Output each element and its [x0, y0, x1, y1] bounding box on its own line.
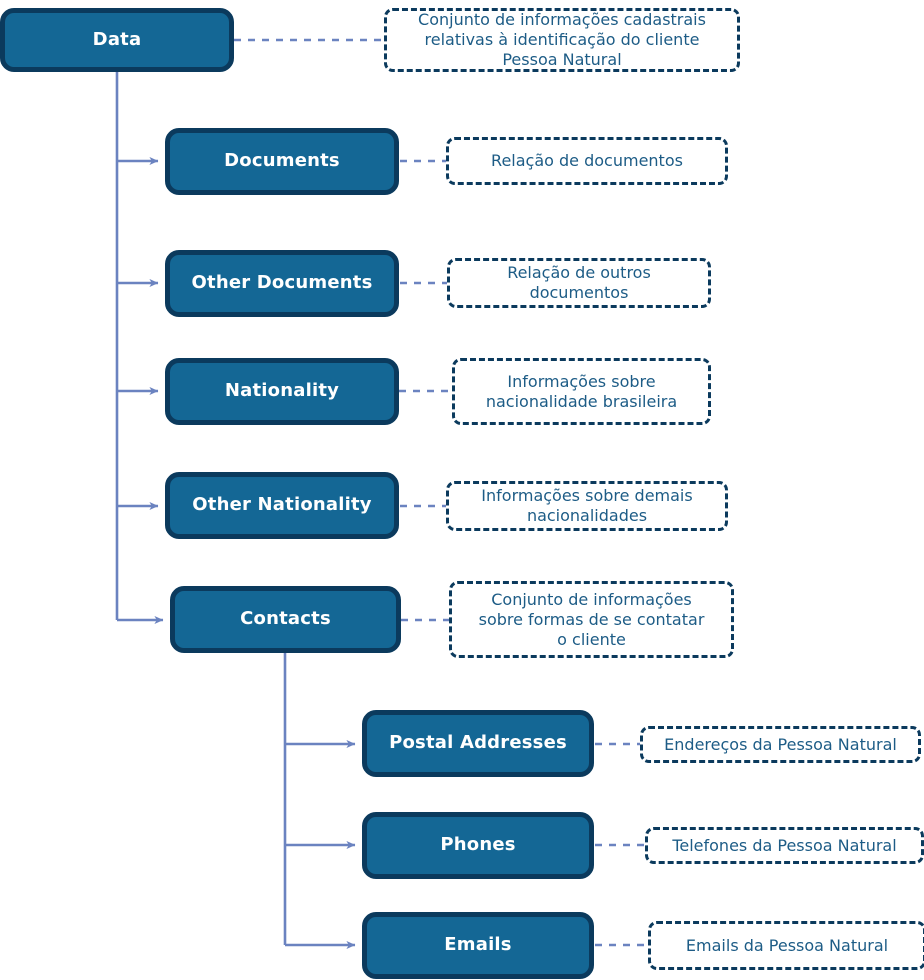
- node-other-documents-label: Other Documents: [191, 272, 373, 294]
- node-phones-label: Phones: [440, 834, 516, 856]
- note-phones: Telefones da Pessoa Natural: [645, 827, 924, 864]
- node-postal-addresses[interactable]: Postal Addresses: [362, 710, 594, 777]
- node-documents[interactable]: Documents: [165, 128, 399, 195]
- node-other-nationality[interactable]: Other Nationality: [165, 472, 399, 539]
- node-other-nationality-label: Other Nationality: [192, 494, 372, 516]
- note-data: Conjunto de informações cadastrais relat…: [384, 8, 740, 72]
- note-emails-text: Emails da Pessoa Natural: [685, 935, 889, 955]
- node-nationality-label: Nationality: [224, 380, 340, 402]
- note-phones-text: Telefones da Pessoa Natural: [672, 835, 897, 855]
- node-data[interactable]: Data: [0, 8, 234, 72]
- note-documents-text: Relação de documentos: [491, 151, 683, 170]
- note-other-documents: Relação de outros documentos: [447, 258, 711, 308]
- note-contacts: Conjunto de informações sobre formas de …: [449, 581, 734, 658]
- node-nationality[interactable]: Nationality: [165, 358, 399, 425]
- note-other-nationality-text: Informações sobre demais nacionalidades: [481, 486, 693, 525]
- note-data-text: Conjunto de informações cadastrais relat…: [418, 10, 706, 69]
- node-emails[interactable]: Emails: [362, 912, 594, 979]
- note-contacts-text: Conjunto de informações sobre formas de …: [478, 589, 705, 649]
- note-nationality: Informações sobre nacionalidade brasilei…: [452, 358, 711, 425]
- note-other-nationality: Informações sobre demais nacionalidades: [446, 481, 728, 531]
- node-data-label: Data: [92, 28, 142, 50]
- branch-arrows-level1: [117, 157, 164, 624]
- note-postal-addresses: Endereços da Pessoa Natural: [640, 726, 921, 763]
- node-other-documents[interactable]: Other Documents: [165, 250, 399, 317]
- node-contacts[interactable]: Contacts: [170, 586, 401, 653]
- note-emails: Emails da Pessoa Natural: [648, 921, 924, 970]
- note-postal-addresses-text: Endereços da Pessoa Natural: [664, 734, 897, 754]
- note-other-documents-text: Relação de outros documentos: [507, 263, 651, 302]
- node-phones[interactable]: Phones: [362, 812, 594, 879]
- node-emails-label: Emails: [444, 934, 512, 956]
- note-nationality-text: Informações sobre nacionalidade brasilei…: [485, 371, 678, 411]
- node-documents-label: Documents: [224, 150, 340, 172]
- node-postal-addresses-label: Postal Addresses: [389, 732, 567, 754]
- branch-arrows-level2: [285, 740, 356, 949]
- note-documents: Relação de documentos: [446, 137, 728, 185]
- node-contacts-label: Contacts: [240, 608, 331, 630]
